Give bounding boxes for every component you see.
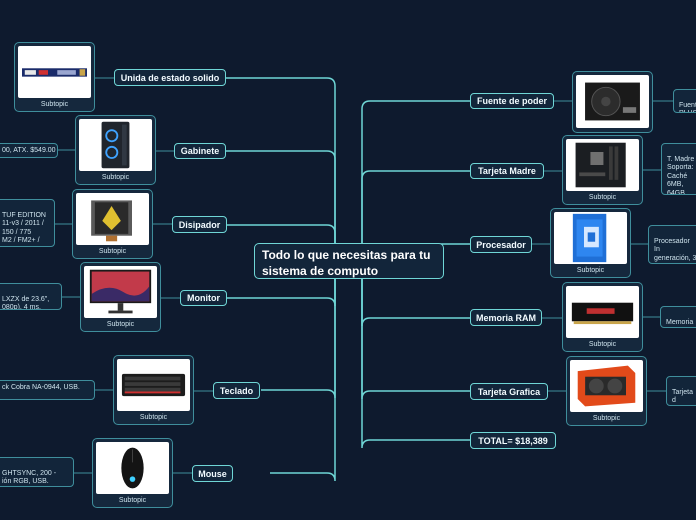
- subtopic-caption: Subtopic: [101, 174, 130, 181]
- subtopic-caption: Subtopic: [588, 341, 617, 348]
- subtopic-card-ssd[interactable]: Subtopic: [14, 42, 95, 112]
- mouse-image: [96, 442, 169, 494]
- note-procesador: Procesador In generación, 3 Caché 6MB, 4…: [648, 225, 696, 264]
- branch-line-right: [361, 261, 470, 400]
- branch-line-left: [270, 261, 336, 482]
- topic-mouse[interactable]: Mouse: [192, 465, 233, 482]
- note-disipador: TUF EDITION 11-v3 / 2011 / 150 / 775 M2 …: [0, 199, 55, 247]
- note-tarjeta-madre: T. Madre Soporta: Caché 6MB, 64GB Max 3.…: [661, 143, 696, 195]
- subtopic-card-memoria-ram[interactable]: Subtopic: [562, 282, 643, 352]
- subtopic-card-teclado[interactable]: Subtopic: [113, 355, 194, 425]
- topic-fuente-label: Fuente de poder: [476, 96, 547, 106]
- topic-disipador-label: Disipador: [178, 219, 221, 230]
- topic-tarjeta-madre-label: Tarjeta Madre: [478, 166, 536, 176]
- central-topic-title: Todo lo que necesitas para tu sistema de…: [262, 248, 431, 278]
- ssd-image: [18, 46, 91, 98]
- topic-mouse-label: Mouse: [198, 468, 227, 479]
- subtopic-card-tarjeta-madre[interactable]: Subtopic: [562, 135, 643, 205]
- subtopic-caption: Subtopic: [118, 497, 147, 504]
- branch-line-right: [361, 170, 470, 261]
- note-monitor: LXZX de 23.6", 080p), 4 ms.: [0, 283, 62, 310]
- ram-image: [566, 286, 639, 338]
- subtopic-card-gabinete[interactable]: Subtopic: [75, 115, 156, 185]
- cpu-image: [554, 212, 627, 264]
- cooler-image: [76, 193, 149, 245]
- branch-line-left: [226, 77, 336, 261]
- subtopic-caption: Subtopic: [592, 415, 621, 422]
- topic-procesador[interactable]: Procesador: [470, 236, 532, 253]
- topic-tarjeta-madre[interactable]: Tarjeta Madre: [470, 163, 544, 179]
- topic-ssd[interactable]: Unida de estado solido: [114, 69, 226, 86]
- topic-monitor-label: Monitor: [187, 293, 220, 303]
- branch-line-left: [226, 150, 336, 261]
- monitor-image: [84, 266, 157, 318]
- note-memoria-ram: Memoria R (2666MHz: [660, 306, 696, 328]
- topic-total-label: TOTAL= $18,389: [478, 435, 548, 446]
- central-topic[interactable]: Todo lo que necesitas para tu sistema de…: [254, 243, 444, 279]
- case-image: [79, 119, 152, 171]
- subtopic-card-procesador[interactable]: Subtopic: [550, 208, 631, 278]
- topic-tarjeta-grafica-label: Tarjeta Grafica: [477, 386, 541, 397]
- subtopic-card-tarjeta-grafica[interactable]: Subtopic: [566, 356, 647, 426]
- subtopic-card-mouse[interactable]: Subtopic: [92, 438, 173, 508]
- note-gabinete: 00, ATX. $549.00: [0, 143, 58, 158]
- psu-image: [576, 75, 649, 128]
- note-mouse: GHTSYNC, 200 - ión RGB, USB.: [0, 457, 74, 487]
- note-fuente: Fuente PLUS B: [673, 89, 696, 113]
- subtopic-caption: Subtopic: [98, 248, 127, 255]
- subtopic-caption: Subtopic: [588, 194, 617, 201]
- topic-ssd-label: Unida de estado solido: [120, 72, 220, 83]
- gpu-image: [570, 360, 643, 412]
- topic-teclado[interactable]: Teclado: [213, 382, 260, 399]
- topic-procesador-label: Procesador: [476, 239, 526, 250]
- topic-memoria-ram[interactable]: Memoria RAM: [470, 309, 542, 326]
- topic-total[interactable]: TOTAL= $18,389: [470, 432, 556, 449]
- subtopic-caption: Subtopic: [576, 267, 605, 274]
- note-teclado: ck Cobra NA-0944, USB.: [0, 380, 95, 400]
- topic-disipador[interactable]: Disipador: [172, 216, 227, 233]
- keyboard-image: [117, 359, 190, 411]
- branch-line-right: [361, 100, 470, 261]
- topic-monitor[interactable]: Monitor: [180, 290, 227, 306]
- motherboard-image: [566, 139, 639, 191]
- subtopic-caption: Subtopic: [106, 321, 135, 328]
- subtopic-caption: Subtopic: [40, 101, 69, 108]
- branch-line-right: [361, 261, 470, 449]
- branch-line-left: [227, 224, 336, 261]
- subtopic-card-fuente[interactable]: [572, 71, 653, 133]
- topic-tarjeta-grafica[interactable]: Tarjeta Grafica: [470, 383, 548, 400]
- topic-teclado-label: Teclado: [219, 385, 254, 396]
- note-tarjeta-grafica: Tarjeta d OC 4G, G Express 3: [666, 376, 696, 406]
- subtopic-card-disipador[interactable]: Subtopic: [72, 189, 153, 259]
- topic-fuente-de-poder[interactable]: Fuente de poder: [470, 93, 554, 109]
- subtopic-card-monitor[interactable]: Subtopic: [80, 262, 161, 332]
- topic-gabinete-label: Gabinete: [180, 146, 220, 156]
- topic-gabinete[interactable]: Gabinete: [174, 143, 226, 159]
- branch-line-left: [261, 261, 336, 399]
- subtopic-caption: Subtopic: [139, 414, 168, 421]
- topic-memoria-ram-label: Memoria RAM: [475, 312, 536, 323]
